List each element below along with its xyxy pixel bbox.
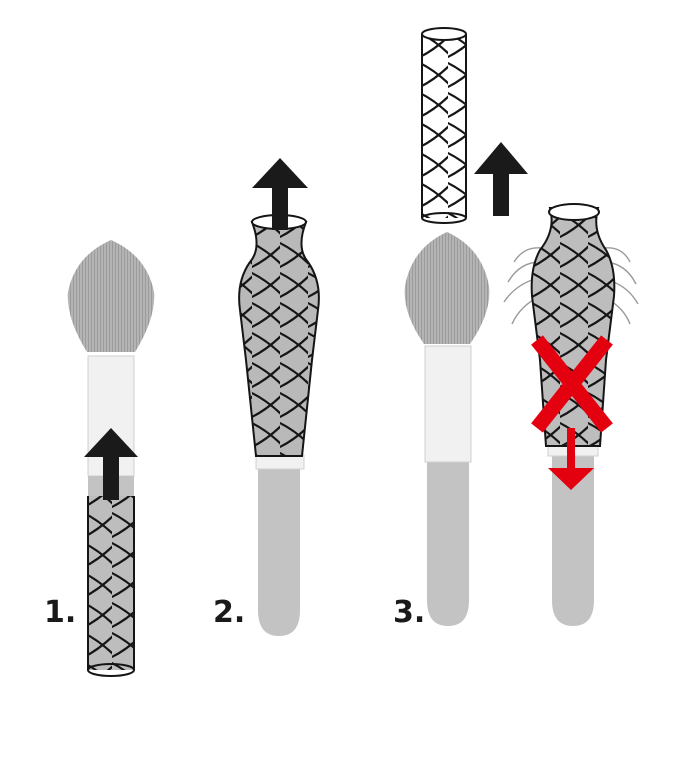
step-1-illustration xyxy=(67,240,155,677)
mesh-guard-icon xyxy=(421,27,467,224)
cross-icon xyxy=(531,335,613,433)
step-1-number: 1. xyxy=(44,595,77,630)
makeup-brush-icon xyxy=(404,232,490,626)
arrow-up-icon xyxy=(84,428,138,500)
arrow-down-icon xyxy=(548,428,594,490)
arrow-up-icon xyxy=(252,158,308,230)
step-3-number: 3. xyxy=(393,595,426,630)
arrow-up-icon xyxy=(474,142,528,216)
mesh-guard-icon xyxy=(530,203,616,447)
step-2-illustration xyxy=(238,158,320,636)
step-3-illustration xyxy=(404,27,639,626)
makeup-brush-icon xyxy=(255,454,305,636)
step-2-number: 2. xyxy=(213,595,246,630)
mesh-guard-icon xyxy=(87,496,135,677)
mesh-guard-icon xyxy=(238,214,320,457)
